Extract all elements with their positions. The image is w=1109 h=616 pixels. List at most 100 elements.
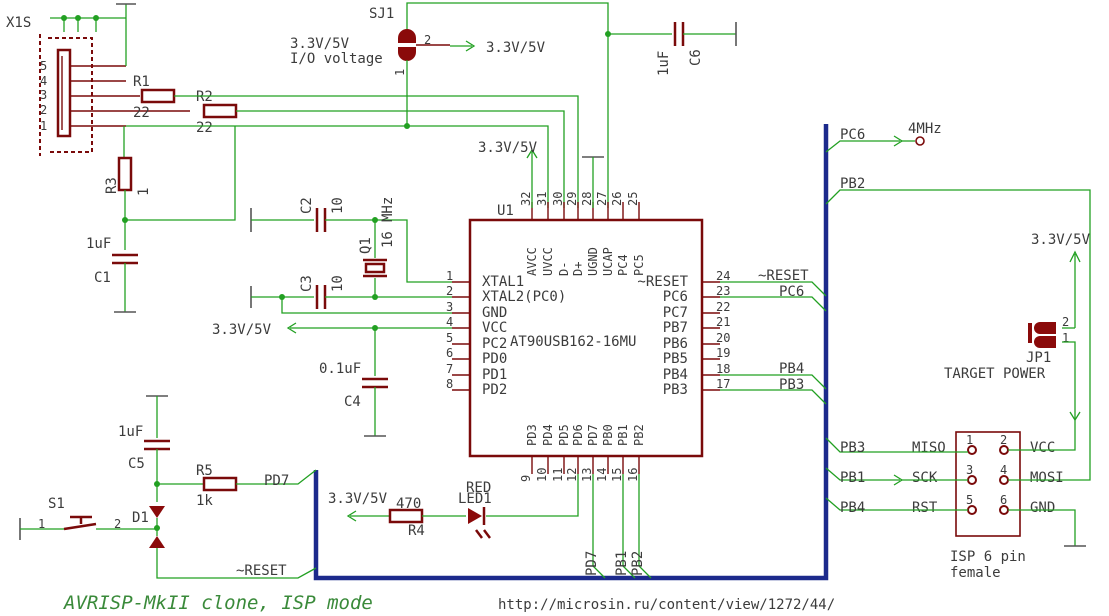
u1-pin-num: 19 [716,346,730,360]
isp-pin1: 1 [966,433,973,447]
u1-pin-num: 2 [446,284,453,298]
solder-jumper-sj1: SJ1 3.3V/5V I/O voltage 2 1 3.3V/5V [290,2,609,208]
u1-pin-num: 32 [519,192,533,206]
u1-pin-label: PD3 [525,424,539,446]
u1-pin-label: PB2 [632,424,646,446]
u1-pin-num: 22 [716,300,730,314]
s1-name: S1 [48,496,65,512]
usb-ground-net [50,3,136,66]
schematic-title: AVRISP-MkII clone, ISP mode [63,592,373,614]
d1-name: D1 [132,510,149,526]
sj1-pin2: 2 [424,33,431,47]
capacitor-c1: 1uF C1 [86,236,138,313]
isp-mosi: MOSI [1030,470,1064,486]
u1-pin-label: D- [557,262,571,276]
net-reset: ~RESET [236,563,287,579]
q1-unit: MHz [380,197,396,222]
u1-pin-label: AVCC [525,247,539,276]
c6-value: 1uF [656,51,672,76]
u1-pin-label: PD2 [482,382,507,398]
u1-right-pins: 24~RESET23PC622PC721PB720PB619PB518PB417… [637,269,730,398]
u1-pin-label: XTAL1 [482,274,524,290]
net-pb3-u: PB3 [779,377,804,393]
usb-connector: X1S 5 4 3 2 1 [6,15,190,156]
vcc-left-label: 3.3V/5V [212,322,272,338]
u1-pin-label: PB4 [663,367,688,383]
u1-pin-num: 10 [535,468,549,482]
u1-pin-label: PD1 [482,367,507,383]
usb-pin-5: 5 [40,59,47,73]
capacitor-c2: C2 10 [250,197,452,283]
sj1-line1: 3.3V/5V [290,36,350,52]
isp-pin4: 4 [1000,463,1007,477]
u1-pin-label: PC7 [663,305,688,321]
usb-pin-2: 2 [40,103,47,117]
isp-net-pb1: PB1 [840,470,865,486]
u1-pin-num: 24 [716,269,730,283]
u1-pin-label: PB5 [663,351,688,367]
u1-pin-num: 25 [626,192,640,206]
sj1-name: SJ1 [369,6,394,22]
u1-pin-label: PB6 [663,336,688,352]
u1-pin-label: UVCC [541,247,555,276]
capacitor-c4: 0.1uF C4 [319,361,388,437]
usb-name: X1S [6,15,31,31]
isp-rst: RST [912,500,938,516]
u1-pin-num: 20 [716,331,730,345]
pb2-net: PB2 [825,176,1091,481]
resistor-r1: R1 22 [133,74,176,121]
r5-name: R5 [196,463,213,479]
sj1-line2: I/O voltage [290,51,383,67]
u1-pin-num: 5 [446,331,453,345]
u1-pin-label: UGND [586,247,600,276]
usb-pin-1: 1 [40,119,47,133]
isp-net-pb3: PB3 [840,440,865,456]
u1-right-leadouts: ~RESET PC6 PB4 PB3 [720,268,827,405]
jp1-pin2: 2 [1062,315,1069,329]
s1-pin1: 1 [38,517,45,531]
source-url: http://microsin.ru/content/view/1272/44/ [498,597,835,613]
u1-pin-label: PC6 [663,289,688,305]
u1-vcc-label: 3.3V/5V [478,140,538,156]
r4-name: R4 [408,523,425,539]
c4-value: 0.1uF [319,361,361,377]
u1-pin-label: ~RESET [637,274,688,290]
r1-value: 22 [133,105,150,121]
c2-name: C2 [299,197,315,214]
bus-lines [313,124,829,581]
osc-label: 4MHz [908,121,942,137]
u1-pin-label: PB3 [663,382,688,398]
u1-pin-label: PD4 [541,424,555,446]
u1-pin-num: 3 [446,300,453,314]
isp-pin3: 3 [966,463,973,477]
u1-pin-num: 8 [446,377,453,391]
u1-pin-num: 28 [580,192,594,206]
u1-pin-num: 27 [595,192,609,206]
isp-pin5: 5 [966,493,973,507]
u1-pin-label: UCAP [601,247,615,276]
u1-pin-label: PD0 [482,351,507,367]
usb-pin-4: 4 [40,74,47,88]
sj1-pin1: 1 [393,69,407,76]
r2-name: R2 [196,89,213,105]
u1-pin-label: GND [482,305,507,321]
u1-pin-label: PD5 [557,424,571,446]
u1-pin-num: 12 [565,468,579,482]
u1-avcc-supply: 3.3V/5V [478,140,604,208]
c1-name: C1 [94,270,111,286]
s1-pin2: 2 [114,517,121,531]
c4-name: C4 [344,394,361,410]
u1-pin-num: 4 [446,315,453,329]
c3-name: C3 [299,275,315,292]
isp-net-pb4: PB4 [840,500,865,516]
u1-pin-num: 14 [595,468,609,482]
capacitor-c6: 1uF C6 [605,22,737,76]
net-pc6-u: PC6 [779,284,804,300]
reset-circuit: 1uF C5 R5 1k PD7 D1 ~RESET S1 1 2 [19,395,317,579]
u1-pin-num: 16 [626,468,640,482]
jp1-pin1: 1 [1062,331,1069,345]
crystal-q1: Q1 16 MHz [358,197,396,300]
